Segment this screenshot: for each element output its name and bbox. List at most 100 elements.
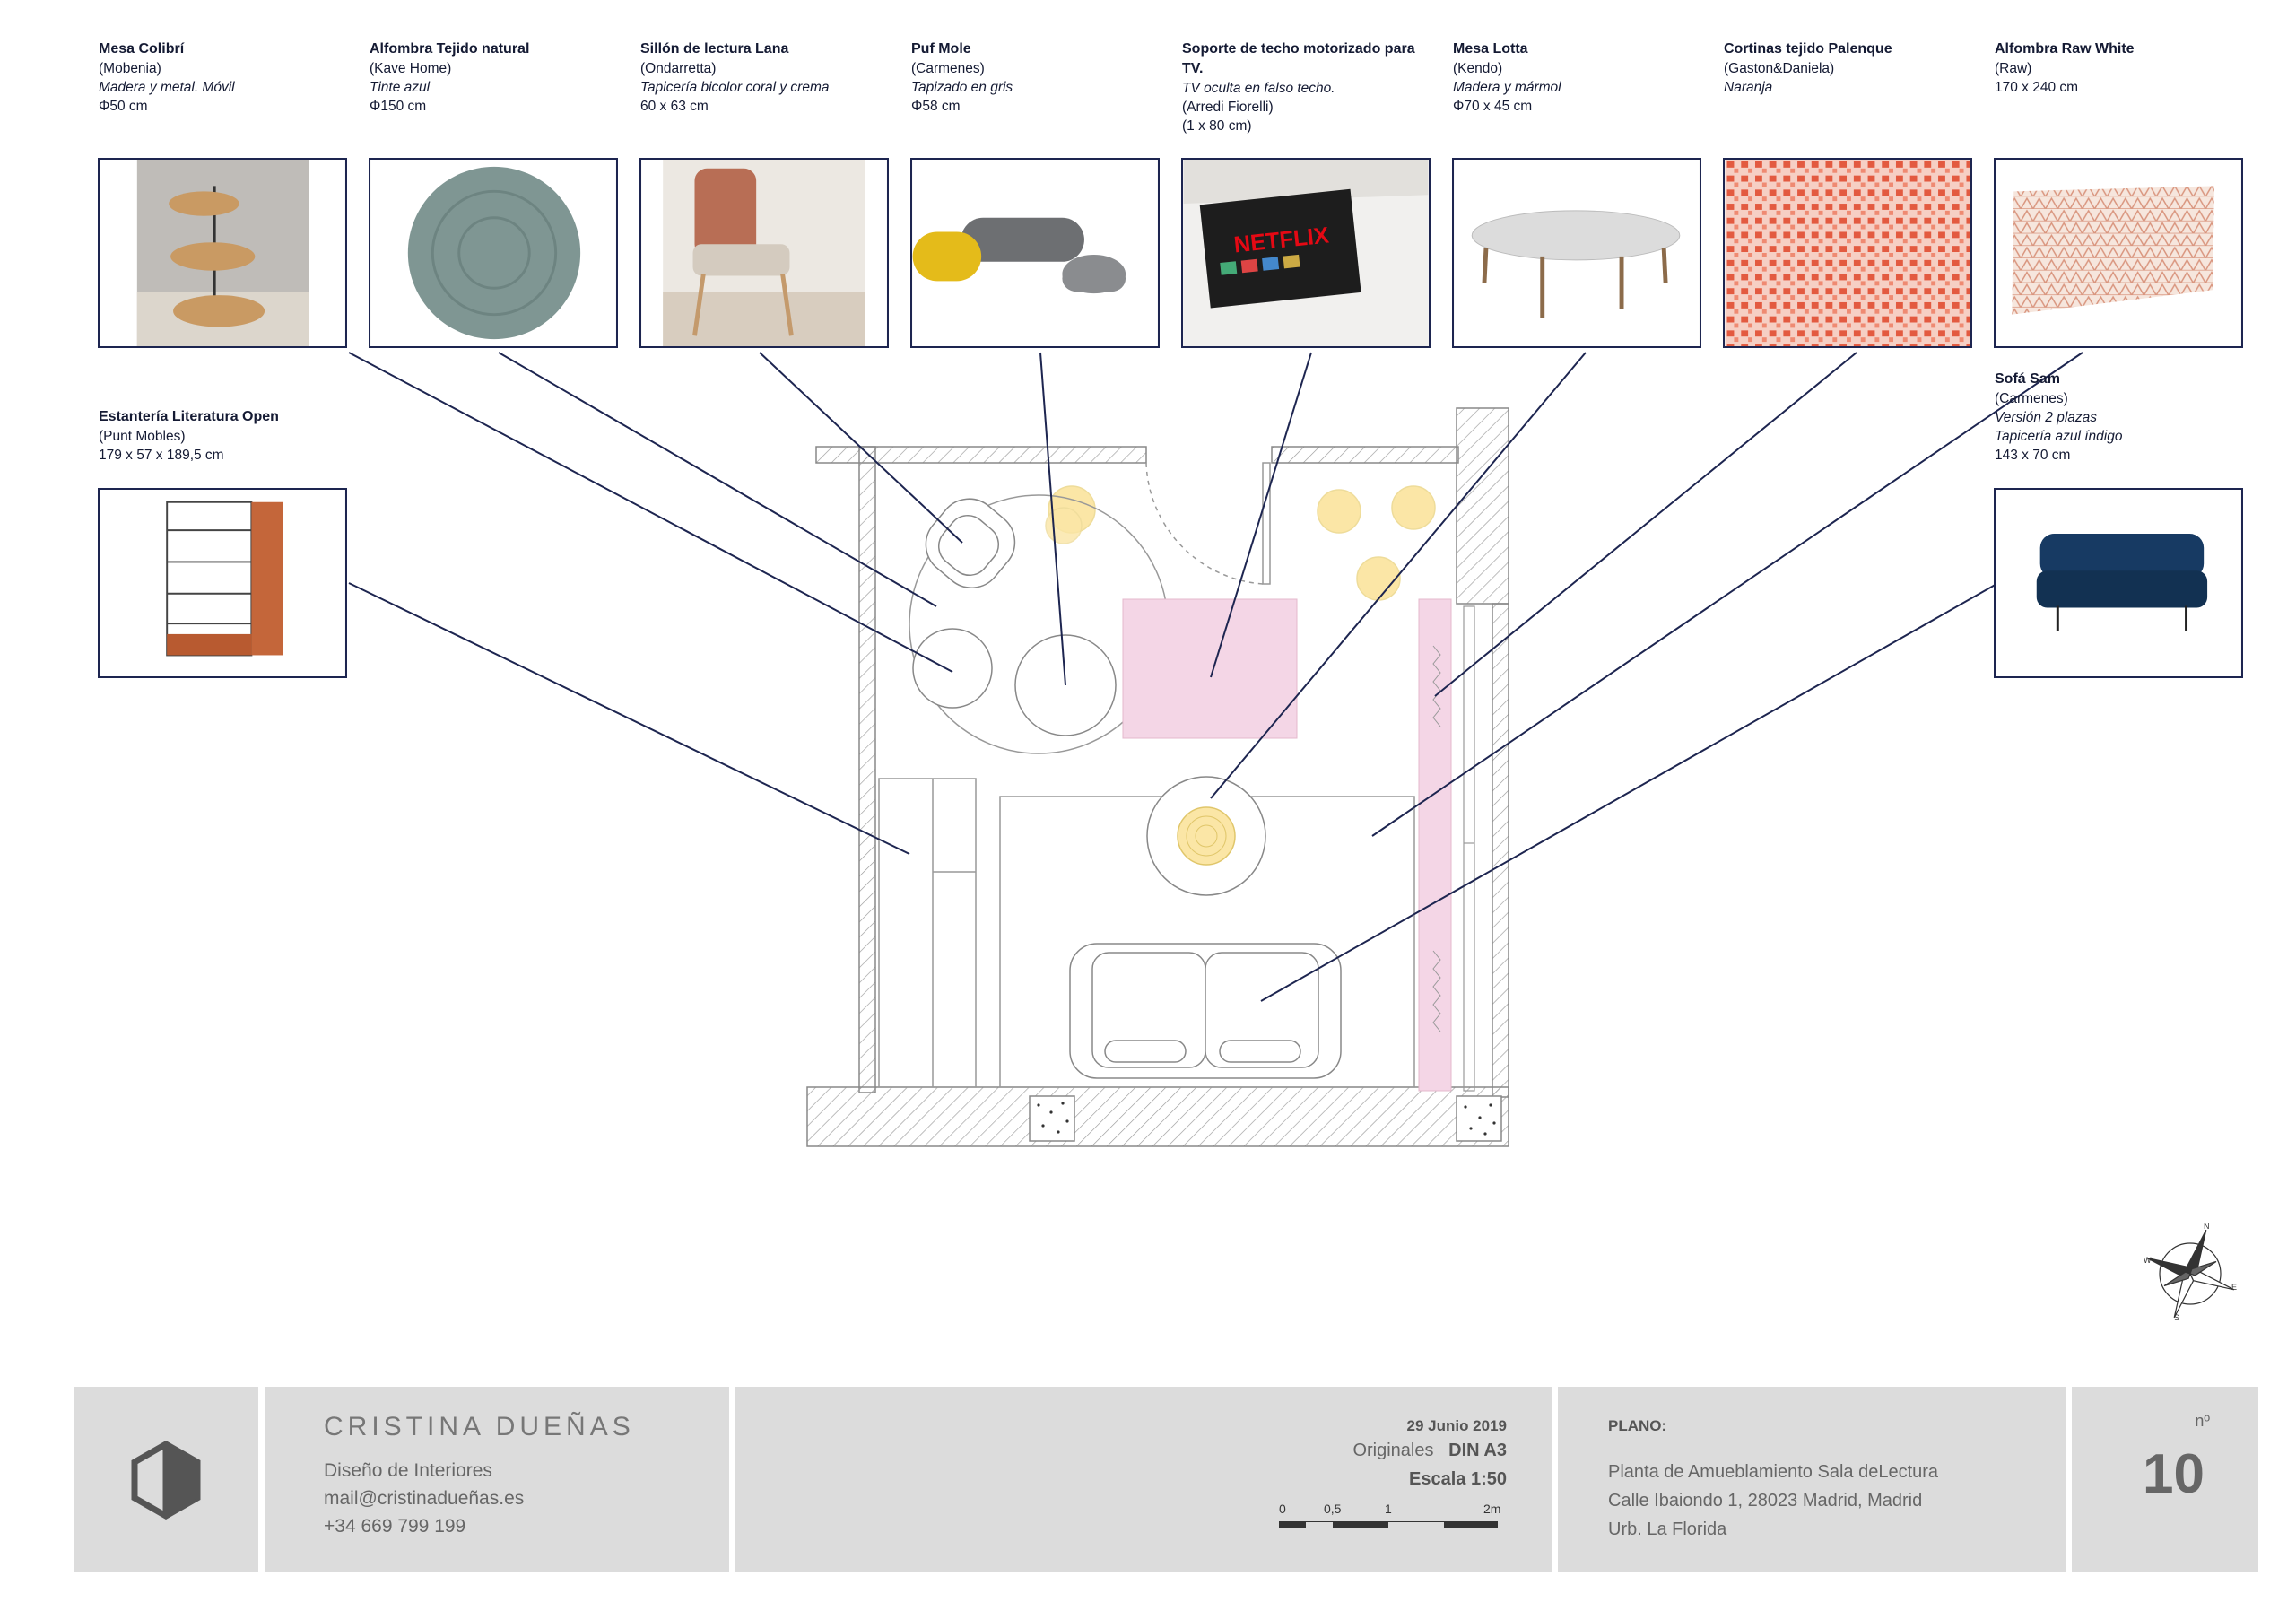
card-desc: Madera y metal. Móvil xyxy=(99,80,235,95)
originals: Originales DIN A3 xyxy=(1352,1441,1507,1461)
door xyxy=(1145,462,1271,585)
compass-n: N xyxy=(2204,1222,2210,1231)
card-size: Φ70 x 45 cm xyxy=(1453,99,1533,114)
plano-line: Urb. La Florida xyxy=(1608,1520,1727,1539)
card-desc: TV oculta en falso techo. xyxy=(1182,81,1335,96)
image-mesa-lotta xyxy=(1452,158,1701,348)
scale-tick: 1 xyxy=(1385,1502,1392,1516)
compass-s: S xyxy=(2174,1313,2179,1322)
card-sillon-lana: Sillón de lectura Lana (Ondarretta) Tapi… xyxy=(640,39,888,116)
card-title: Cortinas tejido Palenque xyxy=(1724,41,1892,57)
card-sofa-sam: Sofá Sam (Carmenes) Versión 2 plazas Tap… xyxy=(1995,370,2242,465)
card-size: 179 x 57 x 189,5 cm xyxy=(99,448,224,463)
designer-panel: CRISTINA DUEÑAS Diseño de Interiores mai… xyxy=(265,1387,729,1572)
compass-e: E xyxy=(2231,1283,2237,1292)
sheet-number-panel: nº 10 xyxy=(2072,1387,2258,1572)
plano-panel: PLANO: Planta de Amueblamiento Sala deLe… xyxy=(1558,1387,2066,1572)
card-estanteria-open: Estantería Literatura Open (Punt Mobles)… xyxy=(99,407,346,465)
side-table-plan xyxy=(912,628,993,709)
card-title: Estantería Literatura Open xyxy=(99,409,279,424)
card-size: 170 x 240 cm xyxy=(1995,80,2079,95)
image-mesa-colibri xyxy=(98,158,347,348)
card-desc: Madera y mármol xyxy=(1453,80,1561,95)
sofa-plan xyxy=(1069,943,1342,1079)
card-size: (1 x 80 cm) xyxy=(1182,118,1252,134)
plan-scale: Escala 1:50 xyxy=(1409,1469,1507,1489)
image-puf-mole xyxy=(910,158,1160,348)
card-title: Alfombra Tejido natural xyxy=(370,41,530,57)
card-brand: (Kave Home) xyxy=(370,61,452,76)
number-label: nº xyxy=(2195,1412,2210,1430)
bookshelf-plan xyxy=(878,778,977,1088)
card-title: Puf Mole xyxy=(911,41,971,57)
card-mesa-colibri: Mesa Colibrí (Mobenia) Madera y metal. M… xyxy=(99,39,346,116)
card-size: 143 x 70 cm xyxy=(1995,448,2071,463)
card-brand: (Carmenes) xyxy=(1995,391,2068,406)
card-brand: (Kendo) xyxy=(1453,61,1503,76)
leader-lines xyxy=(348,352,2083,1002)
card-brand: (Mobenia) xyxy=(99,61,161,76)
plano-line: Planta de Amueblamiento Sala deLectura xyxy=(1608,1462,1939,1482)
card-alfombra-raw: Alfombra Raw White (Raw) 170 x 240 cm xyxy=(1995,39,2242,97)
card-desc: Tinte azul xyxy=(370,80,430,95)
card-desc: Tapicería bicolor coral y crema xyxy=(640,80,830,95)
curtains-plan xyxy=(1418,598,1452,1092)
walls xyxy=(806,407,1509,1147)
plan-date: 29 Junio 2019 xyxy=(1406,1417,1507,1434)
card-soporte-tv: Soporte de techo motorizado para TV. TV … xyxy=(1182,39,1415,135)
designer-name: CRISTINA DUEÑAS xyxy=(324,1412,635,1441)
card-title: Mesa Lotta xyxy=(1453,41,1528,57)
compass-icon: N E S W xyxy=(2144,1222,2237,1322)
card-title: Soporte de techo motorizado para TV. xyxy=(1182,41,1415,76)
card-size: 60 x 63 cm xyxy=(640,99,709,114)
image-alfombra-tejido xyxy=(369,158,618,348)
card-size: Φ50 cm xyxy=(99,99,148,114)
scale-tick: 0,5 xyxy=(1324,1502,1342,1516)
originals-label: Originales xyxy=(1352,1441,1434,1460)
designer-email: mail@cristinadueñas.es xyxy=(324,1488,525,1509)
card-size: Φ58 cm xyxy=(911,99,961,114)
image-estanteria-open xyxy=(98,488,347,678)
card-brand: (Gaston&Daniela) xyxy=(1724,61,1835,76)
originals-value: DIN A3 xyxy=(1448,1441,1507,1460)
card-brand: (Ondarretta) xyxy=(640,61,717,76)
compass-w: W xyxy=(2144,1256,2152,1265)
image-sofa-sam xyxy=(1994,488,2243,678)
scale-tick: 0 xyxy=(1279,1502,1286,1516)
designer-phone: +34 669 799 199 xyxy=(324,1516,466,1537)
card-title: Sillón de lectura Lana xyxy=(640,41,789,57)
plano-label: PLANO: xyxy=(1608,1417,1667,1434)
card-mesa-lotta: Mesa Lotta (Kendo) Madera y mármol Φ70 x… xyxy=(1453,39,1700,116)
card-title: Sofá Sam xyxy=(1995,371,2060,387)
card-desc: Tapicería azul índigo xyxy=(1995,429,2123,444)
logo-panel xyxy=(74,1387,258,1572)
card-size: Φ150 cm xyxy=(370,99,427,114)
card-desc: Tapizado en gris xyxy=(911,80,1013,95)
card-brand: (Carmenes) xyxy=(911,61,985,76)
coffee-table-plan xyxy=(1146,776,1266,896)
tv-ceiling-zone xyxy=(1122,598,1298,739)
logo-icon xyxy=(131,1440,201,1520)
plano-line: Calle Ibaiondo 1, 28023 Madrid, Madrid xyxy=(1608,1491,1923,1511)
card-brand: (Punt Mobles) xyxy=(99,429,186,444)
sheet-number: 10 xyxy=(2143,1443,2205,1505)
scale-tick: 2m xyxy=(1483,1502,1501,1516)
card-desc: Versión 2 plazas xyxy=(1995,410,2098,425)
columns xyxy=(1037,1102,1496,1136)
image-sillon-lana xyxy=(639,158,889,348)
window xyxy=(1463,605,1475,1092)
card-alfombra-tejido: Alfombra Tejido natural (Kave Home) Tint… xyxy=(370,39,617,116)
card-title: Mesa Colibrí xyxy=(99,41,185,57)
card-brand: (Raw) xyxy=(1995,61,2032,76)
card-puf-mole: Puf Mole (Carmenes) Tapizado en gris Φ58… xyxy=(911,39,1159,116)
scale-bar: 0 0,5 1 2m xyxy=(1279,1502,1512,1537)
image-alfombra-raw xyxy=(1994,158,2243,348)
card-brand: (Arredi Fiorelli) xyxy=(1182,100,1274,115)
card-title: Alfombra Raw White xyxy=(1995,41,2135,57)
card-cortinas-palenque: Cortinas tejido Palenque (Gaston&Daniela… xyxy=(1724,39,1971,97)
info-panel: 29 Junio 2019 Originales DIN A3 Escala 1… xyxy=(735,1387,1552,1572)
image-soporte-tv: NETFLIX xyxy=(1181,158,1431,348)
designer-role: Diseño de Interiores xyxy=(324,1460,492,1481)
image-cortinas-palenque xyxy=(1723,158,1972,348)
